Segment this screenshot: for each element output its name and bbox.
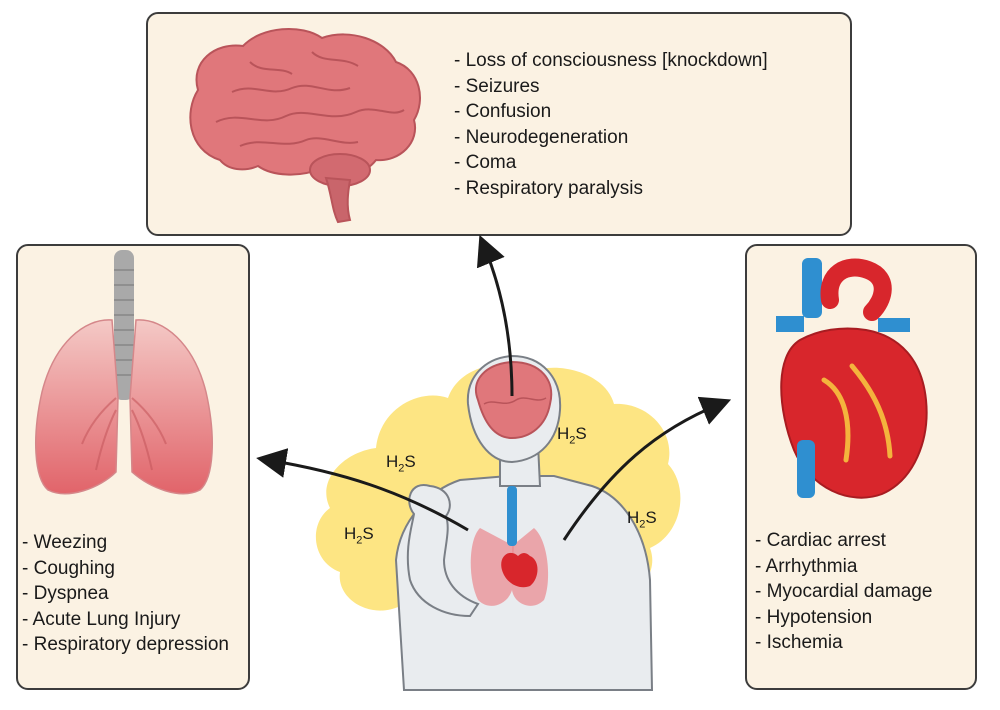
lungs-illustration <box>35 250 213 495</box>
arrow-to-heart <box>562 396 732 541</box>
lung-symptom: - Weezing <box>22 532 108 553</box>
figure-brain <box>475 360 553 440</box>
gas-label: H2S <box>557 424 587 447</box>
brain-symptom: - Loss of consciousness [knockdown] <box>454 50 768 71</box>
lung-symptom: - Dyspnea <box>22 583 109 604</box>
heart-symptom: - Cardiac arrest <box>755 530 886 551</box>
heart-symptom: - Arrhythmia <box>755 555 858 577</box>
lung-symptom: - Coughing <box>22 557 115 579</box>
lung-symptom-list: - Weezing - Coughing - Dyspnea - Acute L… <box>22 530 242 658</box>
brain-symptom: - Seizures <box>454 75 540 97</box>
brain-symptom-list: - Loss of consciousness [knockdown] - Se… <box>454 48 768 201</box>
heart-symptom-list: - Cardiac arrest - Arrhythmia - Myocardi… <box>755 528 932 656</box>
lung-symptom: - Respiratory depression <box>22 634 229 655</box>
brain-symptom: - Respiratory paralysis <box>454 177 643 199</box>
gas-label: H2S <box>627 508 657 531</box>
brain-panel: - Loss of consciousness [knockdown] - Se… <box>146 12 852 236</box>
gas-label: H2S <box>344 524 374 547</box>
brain-symptom: - Coma <box>454 152 517 173</box>
brainstem <box>324 176 352 224</box>
arrow-to-lungs <box>256 448 469 532</box>
heart-symptom: - Hypotension <box>755 606 873 628</box>
heart-symptom: - Ischemia <box>755 632 843 653</box>
human-figure <box>394 354 654 691</box>
gas-label: H2S <box>386 452 416 475</box>
brain-symptom: - Neurodegeneration <box>454 126 629 148</box>
heart-symptom: - Myocardial damage <box>755 581 933 602</box>
lung-symptom: - Acute Lung Injury <box>22 608 181 630</box>
heart-illustration <box>776 258 928 499</box>
brain-symptom: - Confusion <box>454 101 552 122</box>
brain-illustration <box>189 28 421 224</box>
arrow-to-brain <box>476 234 514 397</box>
